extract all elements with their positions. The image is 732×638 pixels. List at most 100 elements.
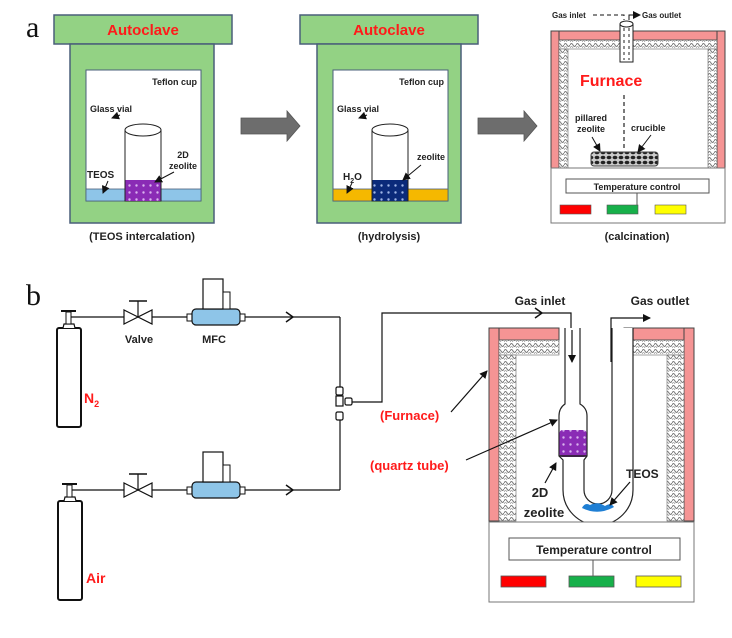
air-gas-line: Air xyxy=(57,451,340,601)
furnace-right-wall xyxy=(683,327,695,522)
tee-fitting xyxy=(335,386,344,396)
crucible xyxy=(590,151,659,167)
mfc-label: MFC xyxy=(202,334,226,346)
gas-inlet-dashed-line xyxy=(593,14,625,20)
pillared-zeolite-label-1: pillared xyxy=(575,113,607,123)
furnace-left-wall xyxy=(550,30,560,169)
autoclave-title: Autoclave xyxy=(353,22,425,39)
mfc-controller xyxy=(202,451,224,483)
process-arrow-2 xyxy=(477,109,538,143)
n2-gas-line: N2 Valve MFC xyxy=(56,278,340,428)
step2-caption: (hydrolysis) xyxy=(358,231,421,243)
furnace-label: Furnace xyxy=(580,73,642,90)
mfc-fitting xyxy=(186,313,193,322)
gas-outlet-label: Gas outlet xyxy=(642,11,681,20)
furnace-right-wall xyxy=(716,30,726,169)
tee-fitting xyxy=(344,397,353,406)
zeolite-pointer xyxy=(402,164,422,181)
air-mfc[interactable] xyxy=(191,481,241,499)
furnace-top-wall xyxy=(550,30,726,41)
2d-zeolite-sample xyxy=(125,180,161,201)
furnace-label: (Furnace) xyxy=(380,408,439,423)
autoclave-step1: Autoclave Teflon cup Glass vial 2D zeoli… xyxy=(53,14,233,243)
flow-direction-arrow xyxy=(285,484,295,496)
quartz-tube-pointer xyxy=(465,419,558,461)
glass-vial-pointer xyxy=(111,111,121,120)
air-label: Air xyxy=(86,570,106,586)
temperature-control-box xyxy=(508,537,681,561)
insulation-right xyxy=(666,354,685,522)
teflon-cup-label: Teflon cup xyxy=(152,77,197,87)
mfc-controller xyxy=(202,278,224,310)
teos-pointer xyxy=(102,180,110,194)
zeolite-label: zeolite xyxy=(417,152,445,162)
n2-cylinder xyxy=(56,327,82,428)
insulation-top xyxy=(558,39,718,50)
n2-label: N2 xyxy=(84,390,99,409)
step3-caption: (calcination) xyxy=(605,231,670,243)
n2-mfc[interactable] xyxy=(191,308,241,326)
autoclave-title: Autoclave xyxy=(107,22,179,39)
quartz-tube-label: (quartz tube) xyxy=(370,458,449,473)
zeolite-sample xyxy=(372,180,408,201)
pillared-zeolite-label-2: zeolite xyxy=(577,124,605,134)
gas-inlet-label: Gas inlet xyxy=(552,11,586,20)
air-cylinder xyxy=(57,500,83,601)
step1-caption: (TEOS intercalation) xyxy=(89,231,195,243)
teos-pointer xyxy=(609,481,631,506)
insulation-left xyxy=(498,354,517,522)
furnace-pointer xyxy=(450,370,488,413)
furnace-feed-pipe xyxy=(352,312,572,403)
glass-vial-rim xyxy=(371,123,409,137)
teos-label: TEOS xyxy=(87,170,115,181)
mfc-controller-side xyxy=(222,291,231,310)
water-pointer xyxy=(346,182,354,194)
glass-vial-pointer xyxy=(358,111,368,120)
mfc-controller-side xyxy=(222,464,231,483)
teflon-cup-label: Teflon cup xyxy=(399,77,444,87)
water-label: H2O xyxy=(343,172,362,185)
outlet-flow-arrow xyxy=(610,314,651,362)
cylinder-neck xyxy=(63,496,77,502)
vapor-deposition-furnace: Gas inlet Gas outlet (Furnace) (quartz t… xyxy=(370,294,695,603)
tee-fitting xyxy=(335,411,344,421)
crucible-label: crucible xyxy=(631,123,666,133)
gas-outlet-label: Gas outlet xyxy=(631,294,690,308)
indicator-red xyxy=(559,204,592,215)
cylinder-valve-stem xyxy=(66,484,73,498)
quartz-u-tube-inner xyxy=(579,328,613,505)
tee-body xyxy=(335,395,344,407)
process-arrow-1 xyxy=(240,109,301,143)
insulation-left xyxy=(558,48,569,169)
temperature-control-label: Temperature control xyxy=(594,182,681,192)
control-base xyxy=(550,167,726,224)
glass-vial-label: Glass vial xyxy=(337,104,379,114)
temperature-control-label: Temperature control xyxy=(536,543,652,557)
autoclave-step2: Autoclave Teflon cup Glass vial zeolite … xyxy=(299,14,479,243)
mfc-fitting xyxy=(186,486,193,495)
gas-inlet-label: Gas inlet xyxy=(515,294,566,308)
cylinder-valve-stem xyxy=(65,311,72,325)
glass-vial-label: Glass vial xyxy=(90,104,132,114)
flow-direction-arrow xyxy=(534,307,544,319)
control-base xyxy=(488,521,695,603)
indicator-green xyxy=(606,204,639,215)
pillared-zeolite-pointer xyxy=(591,136,601,152)
indicator-yellow xyxy=(654,204,687,215)
autoclave-lid xyxy=(53,14,233,45)
gas-tube xyxy=(619,23,634,63)
calcination-furnace: Gas inlet Gas outlet Furnace pillared ze… xyxy=(550,11,726,243)
furnace-top-wall-left xyxy=(498,327,560,341)
mfc-fitting xyxy=(239,486,246,495)
zeolite-label-line2: zeolite xyxy=(524,505,564,520)
furnace-left-wall xyxy=(488,327,500,522)
zeolite-label-line1: 2D xyxy=(177,150,189,160)
indicator-red xyxy=(500,575,547,588)
cylinder-neck xyxy=(62,323,76,329)
zeolite-label-line1: 2D xyxy=(532,485,549,500)
mfc-fitting xyxy=(239,313,246,322)
gas-tube-rim xyxy=(619,20,634,28)
zeolite-pointer xyxy=(544,462,557,484)
glass-vial-rim xyxy=(124,123,162,137)
